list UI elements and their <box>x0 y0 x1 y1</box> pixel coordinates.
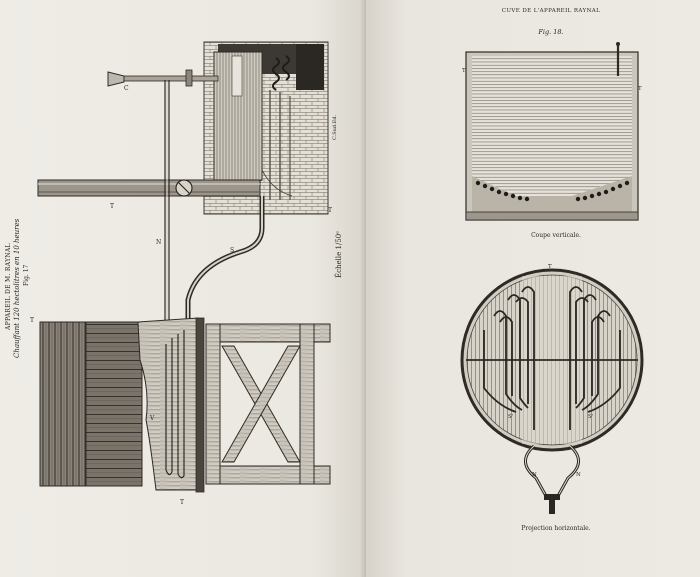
svg-text:S: S <box>230 247 234 254</box>
svg-text:T: T <box>638 86 642 92</box>
svg-text:T: T <box>548 264 552 270</box>
vertical-section <box>465 42 639 221</box>
fig18-letter-marks: T T T S' S' N N <box>462 68 642 478</box>
scale-label: Échelle 1/50ᵉ <box>335 231 343 278</box>
svg-text:S': S' <box>508 414 513 420</box>
fig18-caption-horizontal: Projection horizontale. <box>521 525 591 532</box>
vat <box>39 317 205 493</box>
fig17-letter-marks: C T T T N S V T <box>30 85 332 506</box>
svg-text:T: T <box>328 207 332 214</box>
left-page: C T T T N S V T APPAREIL DE M. RAYNAL Ch… <box>0 0 366 577</box>
feed-pipe <box>107 69 265 322</box>
svg-text:N: N <box>532 472 537 478</box>
svg-text:S': S' <box>588 414 593 420</box>
fig18-label: Fig. 18. <box>538 28 564 36</box>
fig18-engraving: T T T S' S' N N <box>460 42 644 514</box>
horizontal-projection <box>460 268 644 514</box>
svg-text:T: T <box>30 317 34 324</box>
brick-furnace <box>203 41 329 215</box>
caption-appareil: APPAREIL DE M. RAYNAL <box>5 243 12 330</box>
fig17-label: Fig. 17 <box>23 264 30 286</box>
svg-text:N: N <box>156 239 161 246</box>
engraver-signature: C.Sud.Ed. <box>332 114 338 140</box>
svg-text:T: T <box>462 68 466 74</box>
fig18-caption-vertical: Coupe verticale. <box>531 232 581 239</box>
svg-text:T: T <box>110 203 114 210</box>
svg-text:V: V <box>149 415 155 422</box>
horizontal-pipe <box>37 179 261 197</box>
svg-text:T: T <box>180 499 184 506</box>
running-header: CUVE DE L'APPAREIL RAYNAL <box>501 8 601 14</box>
right-page: CUVE DE L'APPAREIL RAYNAL Fig. 18. <box>366 0 700 577</box>
trestle <box>205 323 331 485</box>
svg-text:N: N <box>576 472 581 478</box>
caption-capacity: Chauffant 120 hectolitres en 10 heures <box>13 218 21 358</box>
fig17-engraving: C T T T N S V T <box>30 41 332 506</box>
svg-text:C: C <box>124 85 129 92</box>
